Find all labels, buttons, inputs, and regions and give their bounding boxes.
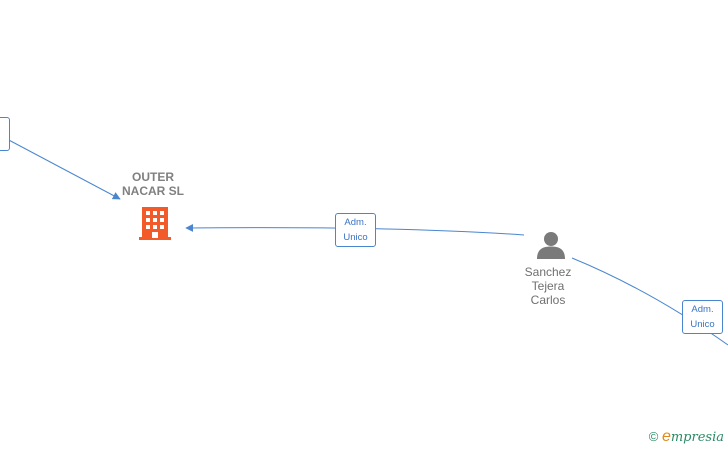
person-name-line3: Carlos	[530, 293, 566, 307]
edge-line-person-to-company	[185, 223, 525, 236]
person-name-line1: Sanchez	[524, 265, 572, 279]
company-name-line1: OUTER	[132, 170, 174, 184]
edge-line-left	[4, 137, 121, 200]
building-icon[interactable]	[139, 206, 171, 240]
empresia-logo-text: mpresia	[670, 430, 724, 445]
person-node-label[interactable]: Sanchez Tejera Carlos	[508, 265, 588, 307]
empresia-watermark: © empresia	[649, 428, 724, 446]
copyright-symbol: ©	[648, 429, 659, 444]
company-name-line2: NACAR SL	[122, 184, 184, 198]
edge-label-left[interactable]	[0, 117, 10, 151]
edge-label-middle[interactable]: Adm. Unico	[335, 213, 376, 247]
edge-label-right[interactable]: Adm. Unico	[682, 300, 723, 334]
empresia-logo-initial: e	[661, 428, 671, 445]
company-node-label[interactable]: OUTER NACAR SL	[108, 170, 198, 198]
person-name-line2: Tejera	[531, 279, 565, 293]
person-icon[interactable]	[536, 230, 566, 260]
